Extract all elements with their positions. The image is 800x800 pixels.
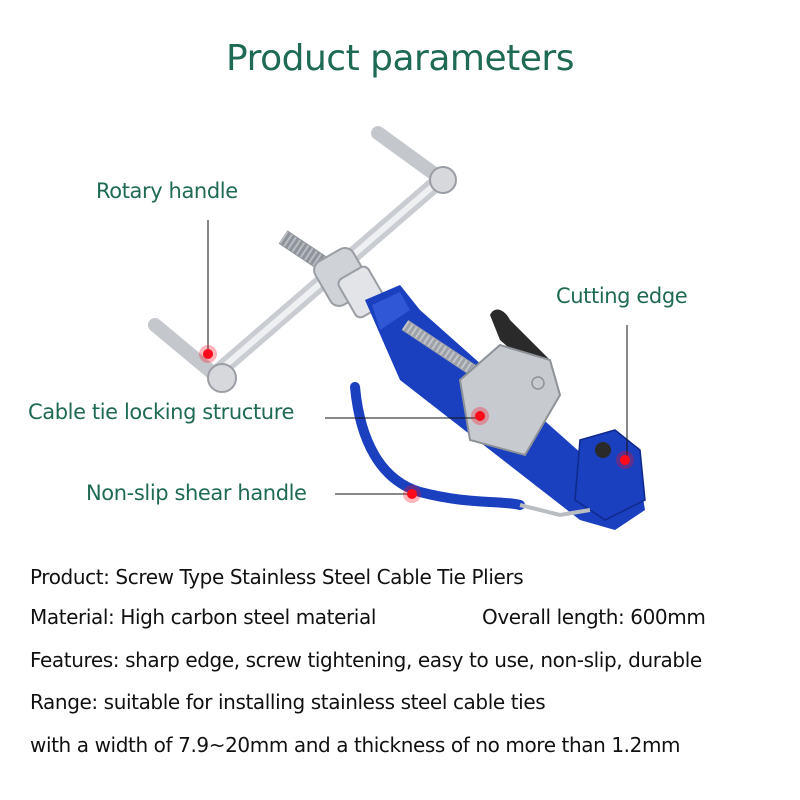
marker-locking-structure <box>471 407 489 425</box>
marker-rotary-handle <box>199 345 217 363</box>
callout-shear-handle: Non-slip shear handle <box>86 481 307 505</box>
callout-rotary-handle: Rotary handle <box>96 179 238 203</box>
spec-length: Overall length: 600mm <box>482 605 706 629</box>
marker-shear-handle <box>403 485 421 503</box>
cable-tie-pliers-image <box>148 126 646 530</box>
page-title: Product parameters <box>226 38 574 79</box>
spec-product: Product: Screw Type Stainless Steel Cabl… <box>30 565 524 589</box>
callout-cutting-edge: Cutting edge <box>556 284 688 308</box>
spec-range-line1: Range: suitable for installing stainless… <box>30 690 546 714</box>
spec-range-line2: with a width of 7.9~20mm and a thickness… <box>30 733 681 757</box>
spec-material: Material: High carbon steel material <box>30 605 376 629</box>
callout-locking-structure: Cable tie locking structure <box>28 400 294 424</box>
spec-features: Features: sharp edge, screw tightening, … <box>30 648 702 672</box>
marker-cutting-edge <box>616 451 634 469</box>
